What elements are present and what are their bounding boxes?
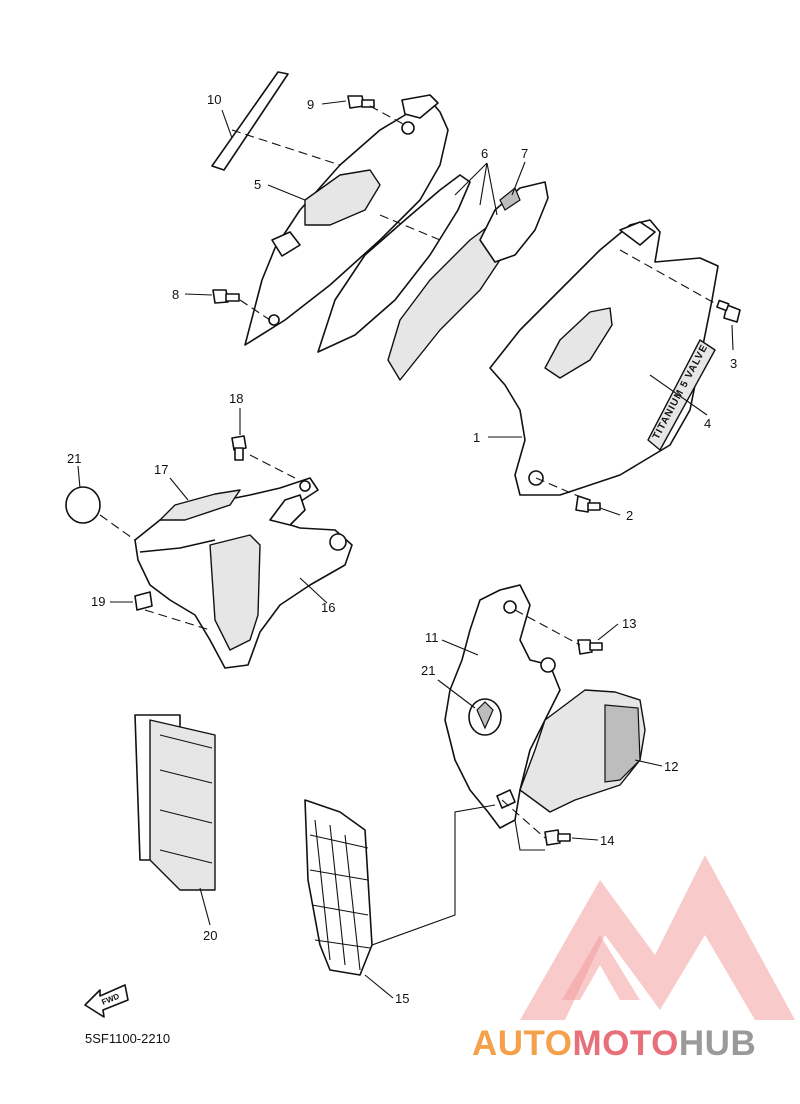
callout-19: 19	[91, 594, 105, 609]
part-8-bolt	[212, 289, 240, 304]
part-19-grommet	[134, 591, 153, 611]
watermark-brand-text: AUTOMOTOHUB	[472, 1024, 756, 1063]
part-15-radiator-louver	[304, 799, 373, 976]
callout-numbers: 10 9 5 6 7 8 3 4 1 2 18 21 17 19 16 11 1…	[67, 92, 737, 1006]
callout-13: 13	[622, 616, 636, 631]
brand-auto: AUTO	[472, 1024, 573, 1063]
callout-8: 8	[172, 287, 179, 302]
drawing-code: 5SF1100-2210	[85, 1031, 170, 1046]
callout-15: 15	[395, 991, 409, 1006]
callout-4: 4	[704, 416, 711, 431]
part-13-bolt	[577, 639, 603, 655]
callout-12: 12	[664, 759, 678, 774]
part-6-inner-panel	[317, 174, 516, 381]
part-18-bolt	[231, 435, 247, 461]
callout-3: 3	[730, 356, 737, 371]
fwd-arrow-icon: FWD	[84, 984, 129, 1018]
part-21-emblem-left	[65, 486, 101, 524]
assembly-dash-lines	[99, 105, 719, 839]
part-5-side-cover	[244, 94, 449, 346]
part-14-bolt	[544, 829, 571, 846]
part-10-decal-strip	[211, 71, 289, 171]
callout-21-left: 21	[67, 451, 81, 466]
part-17-sheet	[159, 489, 241, 521]
part-9-bolt	[347, 95, 375, 109]
callout-9: 9	[307, 97, 314, 112]
callout-5: 5	[254, 177, 261, 192]
part-2-bolt	[575, 495, 601, 513]
part-7-small-cover	[479, 181, 549, 263]
callout-7: 7	[521, 146, 528, 161]
part-1-side-panel	[489, 219, 719, 496]
brand-hub: HUB	[679, 1024, 756, 1063]
part-20-radiator-guard	[134, 714, 216, 891]
brand-moto: MOTO	[573, 1024, 679, 1063]
part-16-shroud	[134, 477, 353, 669]
callout-18: 18	[229, 391, 243, 406]
callout-10: 10	[207, 92, 221, 107]
callout-21-right: 21	[421, 663, 435, 678]
callout-1: 1	[473, 430, 480, 445]
leader-lines	[77, 100, 734, 999]
callout-11: 11	[425, 630, 439, 645]
svg-text:AUTOMOTOHUB: AUTOMOTOHUB	[472, 1024, 756, 1063]
part-12-side-sheet	[519, 689, 646, 813]
callout-17: 17	[154, 462, 168, 477]
callout-14: 14	[600, 833, 614, 848]
callout-16: 16	[321, 600, 335, 615]
part-3-bolt	[716, 299, 741, 323]
callout-2: 2	[626, 508, 633, 523]
callout-6: 6	[481, 146, 488, 161]
watermark-logo	[520, 855, 795, 1020]
callout-20: 20	[203, 928, 217, 943]
